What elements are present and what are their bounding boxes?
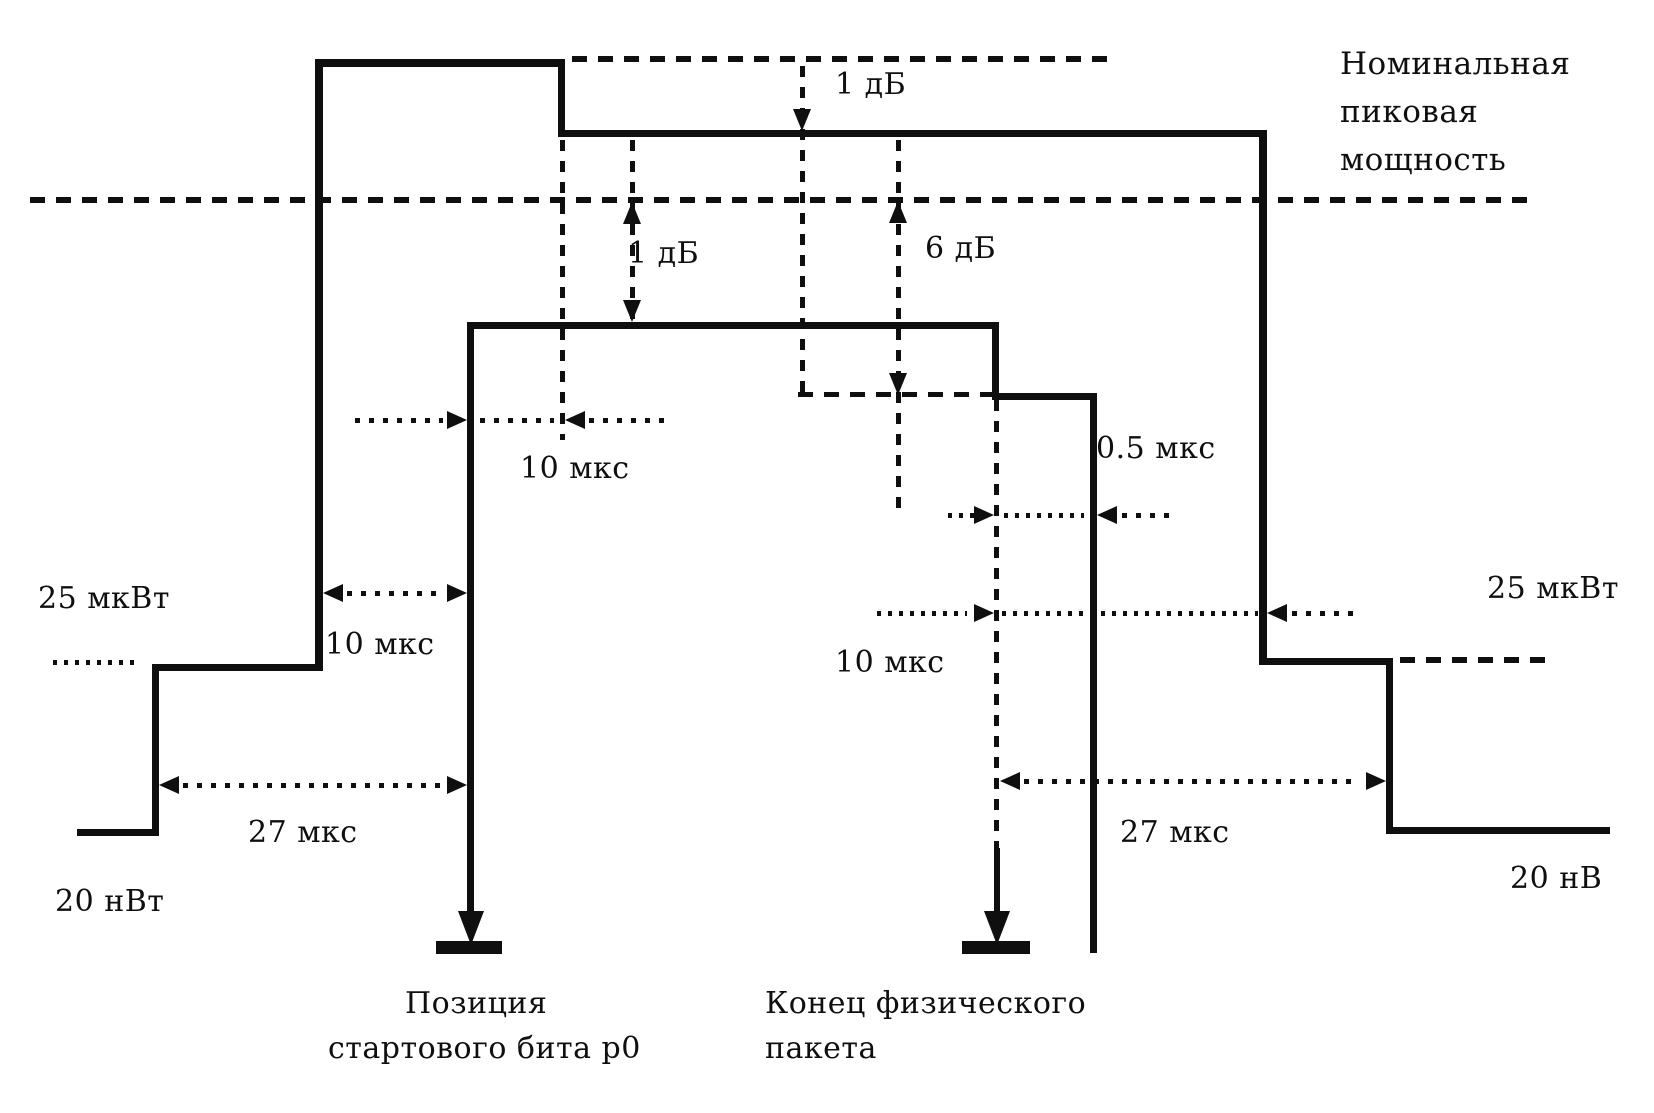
inner-envelope-top <box>467 322 999 329</box>
6db-vertical-dashed <box>896 140 901 512</box>
fall-05us-dots-right <box>1122 513 1172 518</box>
inner-envelope-step <box>992 393 1097 400</box>
envelope-left-rise-lower <box>152 664 159 836</box>
envelope-right-fall-lower <box>1386 658 1393 834</box>
packet-end-label-line1: Конец физического <box>765 986 1087 1021</box>
post-10us-left-arrow <box>1267 604 1287 622</box>
inner-envelope-fall <box>1090 393 1097 953</box>
pre-27us-left-arrow <box>159 776 179 794</box>
ramp-10us-dots-mid <box>480 418 554 423</box>
left-25uw-dotted-extension <box>53 660 138 665</box>
pre-27us-label: 27 мкс <box>248 815 358 850</box>
top-1db-down-arrow <box>793 109 811 131</box>
envelope-right-baseline <box>1386 827 1610 834</box>
post-27us-label: 27 мкс <box>1120 815 1230 850</box>
left-25uw-label: 25 мкВт <box>38 581 170 616</box>
nominal-peak-line3: мощность <box>1340 142 1507 178</box>
envelope-left-step <box>152 664 322 671</box>
envelope-left-baseline <box>77 829 157 836</box>
nominal-peak-line1: Номинальная <box>1340 46 1571 82</box>
inner-1db-vertical-dashed <box>630 140 635 322</box>
pre-27us-right-arrow <box>447 776 467 794</box>
right-20nw-label: 20 нВ <box>1510 861 1603 896</box>
top-1db-label: 1 дБ <box>835 67 907 102</box>
left-20nw-label: 20 нВт <box>55 884 165 919</box>
ramp-10us-left-arrow <box>565 411 585 429</box>
packet-end-ground-bar <box>962 941 1030 954</box>
post-27us-left-arrow <box>1000 772 1020 790</box>
packet-end-down-arrow <box>984 911 1010 945</box>
fall-05us-right-arrow <box>974 506 994 524</box>
6db-down-arrow <box>889 373 907 395</box>
post-10us-label: 10 мкс <box>835 645 945 680</box>
right-25uw-dashed-extension <box>1400 657 1552 663</box>
inner-1db-label: 1 дБ <box>628 236 700 271</box>
nominal-peak-line2: пиковая <box>1340 94 1479 130</box>
fall-05us-dots-left <box>948 513 980 518</box>
post-10us-dots-left <box>877 611 967 616</box>
packet-end-marker-stem <box>994 848 1000 914</box>
post-27us-dots <box>1024 779 1360 784</box>
post-10us-right-arrow <box>974 604 994 622</box>
envelope-right-fall-upper <box>1259 130 1267 665</box>
start-bit-label-line2: стартового бита p0 <box>328 1031 641 1066</box>
right-25uw-label: 25 мкВт <box>1487 571 1619 606</box>
envelope-top-main <box>558 130 1266 137</box>
ramp-10us-dots-right <box>589 418 664 423</box>
nominal-peak-power-label: Номинальная пиковая мощность <box>1340 40 1570 184</box>
fall-05us-dots-mid <box>1004 513 1084 518</box>
post-10us-dots-right <box>1292 611 1362 616</box>
ramp-10us-dots-left <box>355 418 443 423</box>
packet-end-vertical-dashed <box>994 400 999 848</box>
nominal-peak-dashed-line <box>30 197 1532 203</box>
inner-1db-down-arrow <box>623 300 641 322</box>
pre-10us-dots <box>347 591 443 596</box>
inner-envelope-rise <box>467 322 474 912</box>
pre-27us-dots <box>183 783 441 788</box>
ramp-end-vertical-dashed <box>560 140 565 440</box>
peak-level-dashed-line <box>572 56 1118 62</box>
ramp-10us-right-arrow <box>447 411 467 429</box>
start-bit-ground-bar <box>436 941 502 954</box>
envelope-top-drop <box>558 59 565 137</box>
inner-1db-up-arrow <box>623 202 641 224</box>
fall-05us-left-arrow <box>1097 506 1117 524</box>
pre-10us-left-arrow <box>323 584 343 602</box>
pre-10us-label: 10 мкс <box>325 627 435 662</box>
pre-10us-right-arrow <box>447 584 467 602</box>
post-10us-dots-mid <box>1002 611 1258 616</box>
packet-end-label-line2: пакета <box>765 1031 877 1066</box>
ramp-10us-label: 10 мкс <box>520 451 630 486</box>
top-1db-vertical-dashed <box>800 66 805 392</box>
inner-6db-label: 6 дБ <box>925 231 997 266</box>
post-27us-right-arrow <box>1366 772 1386 790</box>
inner-envelope-drop <box>992 322 999 400</box>
envelope-right-step <box>1259 658 1393 665</box>
fall-05us-label: 0.5 мкс <box>1096 431 1216 466</box>
start-bit-label-line1: Позиция <box>405 986 548 1021</box>
start-bit-down-arrow <box>458 911 484 945</box>
envelope-left-rise-upper <box>315 59 323 671</box>
envelope-top-peak <box>315 59 565 67</box>
6db-up-arrow <box>889 201 907 223</box>
